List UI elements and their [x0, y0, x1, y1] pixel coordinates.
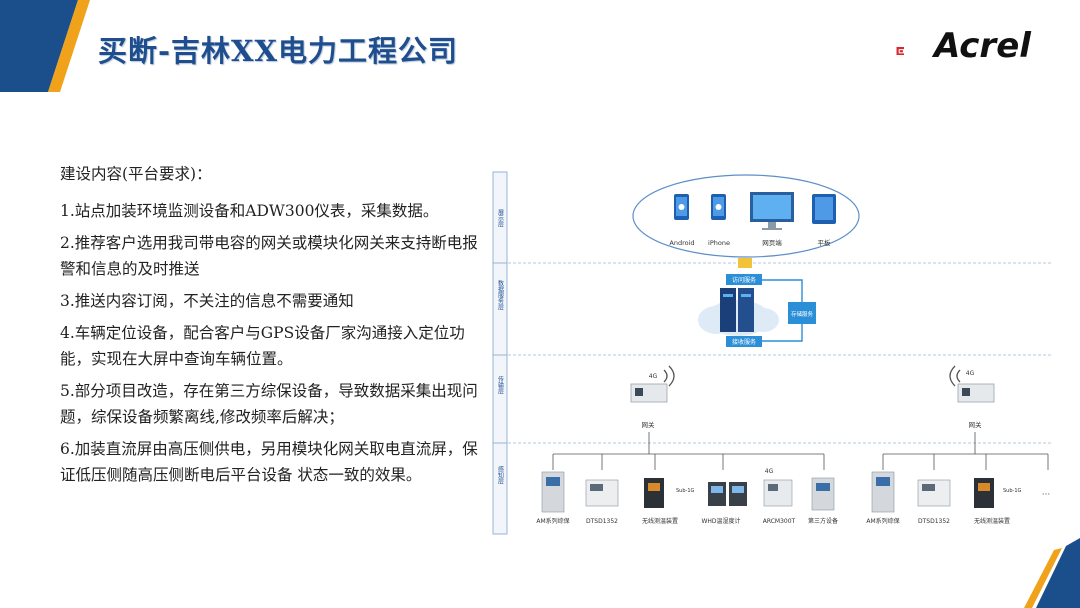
logo-text: Acrel	[934, 26, 1031, 66]
server-icon	[720, 288, 754, 332]
requirements-heading: 建设内容(平台要求)：	[60, 165, 212, 183]
requirement-item: 2.推荐客户选用我司带电容的网关或模块化网关来支持断电报警和信息的及时推送	[60, 234, 478, 278]
requirements-panel: 建设内容(平台要求)： 1.站点加装环境监测设备和ADW300仪表，采集数据。 …	[60, 162, 480, 494]
tablet-device-icon	[812, 194, 836, 224]
sub1g-label: Sub-1G	[676, 488, 695, 494]
layer-label-display: 展示层	[497, 209, 504, 228]
access-service-label: 访问服务	[732, 276, 756, 284]
receive-service-box	[726, 336, 762, 347]
device-label-web: 网页端	[762, 238, 782, 247]
requirement-item: 4.车辆定位设备，配合客户与GPS设备厂家沟通接入定位功能，实现在大屏中查询车辆…	[60, 324, 465, 368]
device-label-android: Android	[669, 239, 694, 247]
signal-label-left: 4G	[649, 373, 658, 380]
device-label-iphone: iPhone	[708, 239, 730, 247]
layer-label-data-service: 数据服务层	[497, 279, 504, 311]
gateway-right-icon	[949, 365, 995, 403]
sub1g-label: Sub-1G	[1003, 488, 1022, 494]
layer-label-transport: 传输层	[497, 375, 504, 395]
more-devices-ellipsis: ···	[1042, 490, 1051, 500]
device-label: 无线测温装置	[974, 517, 1010, 525]
gateway-left-icon	[630, 365, 675, 403]
device-label: 第三方设备	[808, 517, 838, 525]
access-service-box	[726, 274, 762, 285]
third-party-device-icon	[811, 477, 835, 511]
android-device-icon	[674, 194, 689, 220]
dtsd1352-meter-icon	[917, 479, 951, 507]
device-label: WHD温湿度计	[701, 517, 740, 525]
device-label: 无线测温装置	[642, 517, 678, 525]
device-label: ARCM300T	[763, 518, 796, 525]
wireless-temp-device-icon	[644, 478, 664, 508]
architecture-diagram: 展示层 数据服务层 传输层 感知层 Android iPhone 网页端 平板	[492, 171, 1053, 535]
receive-service-label: 接收服务	[732, 338, 756, 346]
layer-label-perception: 感知层	[497, 465, 504, 485]
device-label: AM系列综保	[536, 517, 569, 525]
folder-icon	[738, 258, 752, 268]
am-protection-device-icon	[541, 471, 565, 513]
iphone-device-icon	[711, 194, 726, 220]
acrel-logo-icon	[896, 47, 904, 55]
wireless-temp-device-icon	[974, 478, 994, 508]
am-protection-device-icon	[871, 471, 895, 513]
device-label: DTSD1352	[918, 518, 950, 525]
storage-service-label: 存储服务	[791, 310, 814, 318]
monitor-device-icon	[750, 192, 794, 230]
requirement-item: 3.推送内容订阅，不关注的信息不需要通知	[60, 292, 354, 310]
page-title: 买断-吉林XX电力工程公司	[98, 34, 459, 68]
storage-service-box	[788, 302, 816, 324]
signal-label-right: 4G	[966, 370, 975, 377]
requirement-item: 6.加装直流屏由高压侧供电，另用模块化网关取电直流屏，保证低压侧随高压侧断电后平…	[60, 440, 478, 484]
requirement-item: 1.站点加装环境监测设备和ADW300仪表，采集数据。	[60, 202, 439, 220]
arcm300t-device-icon	[763, 479, 793, 507]
signal-label-arcm: 4G	[765, 468, 774, 475]
device-label: AM系列综保	[866, 517, 899, 525]
requirement-item: 5.部分项目改造，存在第三方综保设备，导致数据采集出现问题，综保设备频繁离线,修…	[60, 382, 478, 426]
device-label: DTSD1352	[586, 518, 618, 525]
corner-decoration-top-left	[0, 0, 90, 92]
device-label-tablet: 平板	[818, 238, 832, 247]
gateway-label-left: 网关	[642, 420, 656, 429]
corner-decoration-bottom-right	[1024, 538, 1080, 608]
dtsd1352-meter-icon	[585, 479, 619, 507]
gateway-label-right: 网关	[969, 420, 983, 429]
whd-humidity-device-icon	[708, 482, 747, 506]
